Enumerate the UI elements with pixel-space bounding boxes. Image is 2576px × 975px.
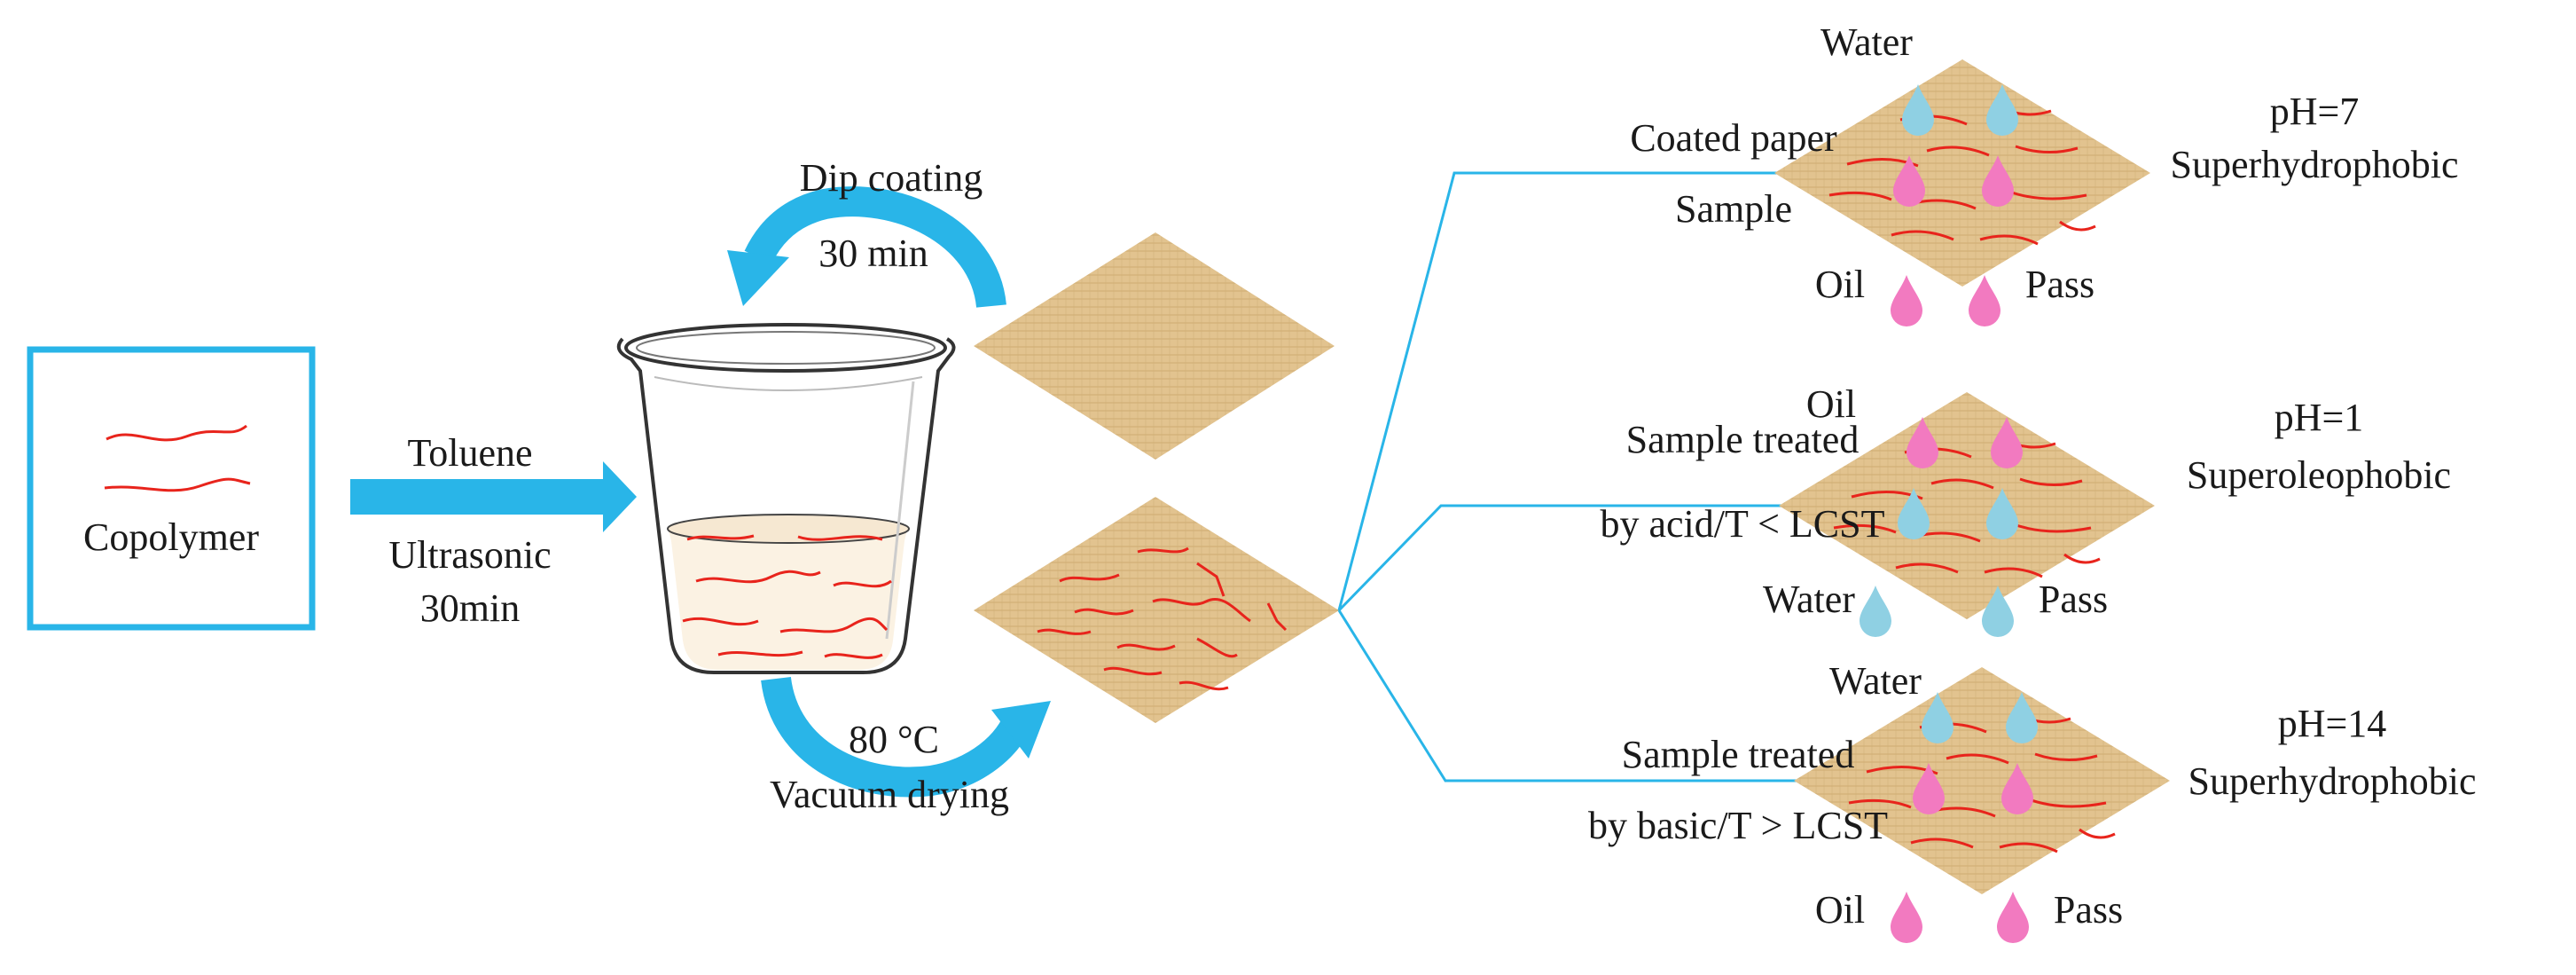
beaker-glass bbox=[616, 337, 956, 674]
branch-label: Coated paper bbox=[1630, 116, 1837, 160]
dip-coating-label: Dip coating bbox=[800, 156, 983, 200]
coated-paper bbox=[974, 497, 1339, 723]
oil-droplet-icon bbox=[1982, 155, 2014, 207]
top-liquid-label: Water bbox=[1829, 659, 1922, 703]
oil-droplet-icon bbox=[1893, 155, 1925, 207]
dip-coating-step: Dip coating 30 min bbox=[727, 156, 1006, 309]
passing-liquid-label: Oil bbox=[1815, 263, 1865, 306]
beaker-liquid bbox=[667, 528, 909, 670]
duration-label: 30min bbox=[420, 586, 520, 630]
treated-paper bbox=[1774, 59, 2150, 287]
wettability-label: Superhydrophobic bbox=[2170, 143, 2458, 186]
branch-condition: by basic/T > LCST bbox=[1588, 804, 1888, 847]
solvent-label: Toluene bbox=[407, 431, 532, 475]
oil-droplet-icon bbox=[1891, 275, 1922, 326]
oil-droplet-icon bbox=[1907, 417, 1938, 468]
ph-label: pH=14 bbox=[2278, 702, 2387, 745]
top-liquid-label: Water bbox=[1820, 20, 1913, 64]
drying-step: 80 °C Vacuum drying bbox=[761, 676, 1051, 816]
branch-condition: by acid/T < LCST bbox=[1601, 502, 1885, 546]
branch-label: Sample treated bbox=[1626, 418, 1860, 461]
polymer-chain bbox=[104, 477, 251, 492]
drying-method-label: Vacuum drying bbox=[770, 773, 1009, 816]
oil-droplet-icon bbox=[1969, 275, 2001, 326]
water-droplet-icon bbox=[1986, 84, 2018, 136]
dip-time-label: 30 min bbox=[818, 232, 928, 275]
branch-condition: Sample bbox=[1675, 187, 1792, 231]
pass-label: Pass bbox=[2025, 263, 2094, 306]
polymer-chain bbox=[106, 424, 247, 442]
wettability-label: Superoleophobic bbox=[2187, 453, 2451, 497]
oil-droplet-icon bbox=[1997, 892, 2029, 943]
oil-droplet-icon bbox=[2001, 763, 2033, 814]
plain-paper bbox=[974, 232, 1335, 460]
ultrasonic-label: Ultrasonic bbox=[388, 533, 551, 577]
pass-label: Pass bbox=[2054, 888, 2123, 932]
beaker bbox=[616, 323, 956, 674]
drying-temperature-label: 80 °C bbox=[849, 718, 939, 761]
arrow-shaft bbox=[350, 479, 607, 515]
branch-connectors bbox=[1337, 171, 1800, 782]
toluene-step: Toluene Ultrasonic 30min bbox=[350, 431, 637, 630]
passing-liquid-label: Oil bbox=[1815, 888, 1865, 932]
curved-arrow-head-icon bbox=[991, 701, 1051, 759]
beaker-rim bbox=[624, 323, 947, 373]
water-droplet-icon bbox=[1982, 586, 2014, 637]
arrow-right-icon bbox=[603, 461, 637, 532]
beaker-rim-inner bbox=[636, 331, 936, 365]
oil-droplet-icon bbox=[1891, 892, 1922, 943]
curved-arrow-shaft bbox=[761, 676, 1035, 798]
oil-droplet-icon bbox=[1991, 417, 2023, 468]
water-droplet-icon bbox=[1898, 488, 1930, 539]
top-liquid-label: Oil bbox=[1806, 382, 1856, 426]
dissolved-polymer bbox=[682, 534, 892, 659]
ph-label: pH=1 bbox=[2275, 396, 2364, 439]
treated-paper bbox=[1794, 667, 2170, 894]
copolymer-label: Copolymer bbox=[83, 515, 259, 559]
paper-sheet bbox=[974, 497, 1339, 723]
oil-droplet-icon bbox=[1913, 763, 1945, 814]
passing-liquid-label: Water bbox=[1763, 578, 1855, 621]
water-droplet-icon bbox=[1902, 84, 1934, 136]
water-droplet-icon bbox=[1922, 692, 1954, 743]
water-droplet-icon bbox=[2006, 692, 2038, 743]
pass-label: Pass bbox=[2039, 578, 2108, 621]
branch-label: Sample treated bbox=[1622, 733, 1855, 776]
copolymer-box: Copolymer bbox=[27, 346, 316, 631]
beaker-reflection bbox=[885, 381, 915, 640]
wettability-label: Superhydrophobic bbox=[2188, 759, 2476, 803]
water-droplet-icon bbox=[1986, 488, 2018, 539]
water-droplet-icon bbox=[1860, 586, 1891, 637]
ph-label: pH=7 bbox=[2270, 90, 2360, 133]
treated-paper bbox=[1779, 392, 2155, 619]
curved-arrow-shaft bbox=[744, 186, 1006, 309]
beaker-reflection bbox=[654, 376, 923, 391]
curved-arrow-head-icon bbox=[727, 250, 789, 306]
